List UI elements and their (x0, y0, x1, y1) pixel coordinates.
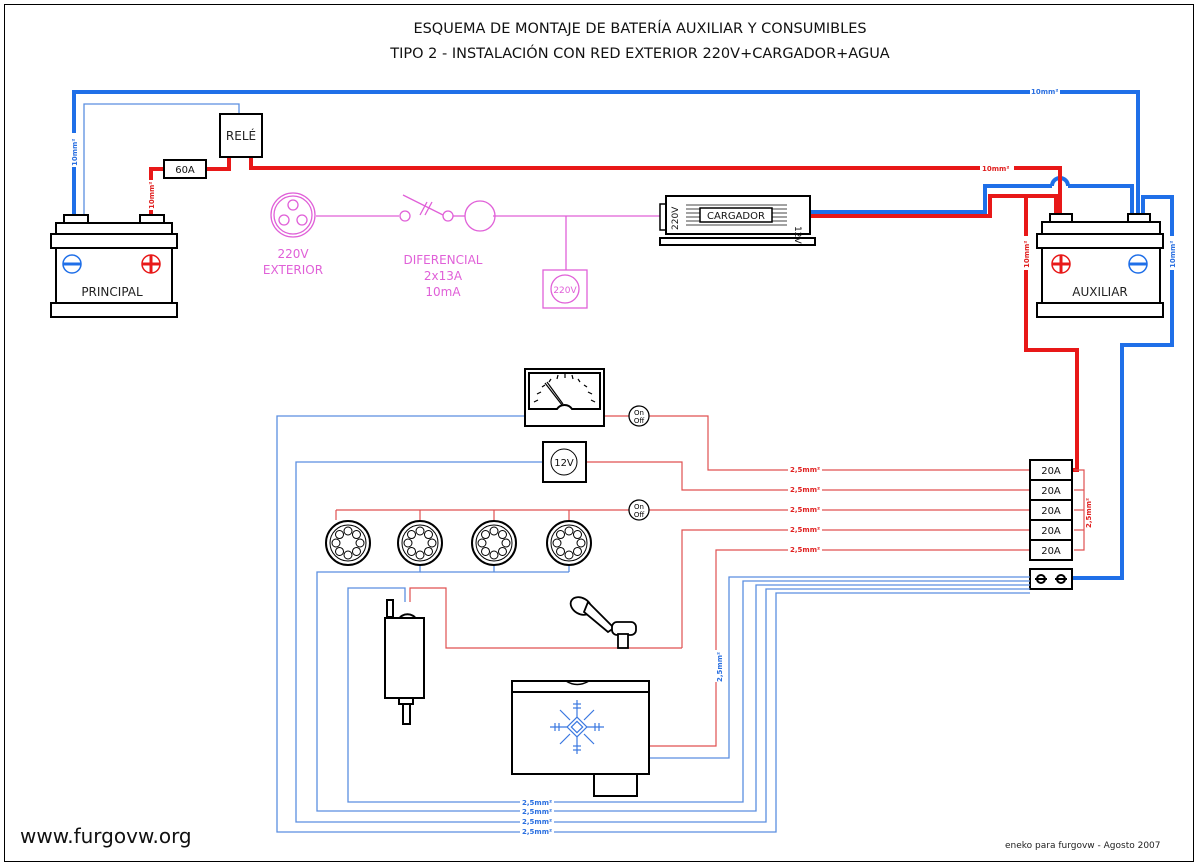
wire-label-fridge-neg: 2,5mm² (716, 652, 724, 682)
voltmeter-12v (542, 441, 587, 483)
switch-off-label: Off (634, 511, 645, 519)
exterior-socket-icon (270, 192, 316, 238)
battery-principal-label: PRINCIPAL (81, 285, 143, 299)
switch-off-label: Off (634, 417, 645, 425)
title-line-2: TIPO 2 - INSTALACIÓN CON RED EXTERIOR 22… (389, 44, 890, 62)
charger-label: CARGADOR (707, 211, 765, 222)
ceiling-lights (325, 520, 592, 566)
wire-label: 2,5mm² (790, 546, 820, 554)
switch-on-label: On (634, 409, 644, 417)
switch-on-label: On (634, 503, 644, 511)
faucet-icon (569, 596, 637, 649)
wire-label: 2,5mm² (522, 808, 552, 816)
ext-socket-line2: EXTERIOR (263, 263, 323, 277)
negative-main-wires (72, 90, 1174, 580)
credit-text: eneko para furgovw - Agosto 2007 (1005, 841, 1161, 851)
ceiling-light-icon (546, 520, 592, 566)
wire-label-fuse-bridge: 2,5mm² (1085, 498, 1093, 528)
on-off-switch-icon[interactable]: On Off (628, 405, 650, 427)
analog-gauge-icon (524, 368, 605, 427)
water-pump-icon (384, 599, 425, 725)
ceiling-light-icon (397, 520, 443, 566)
minus-icon (62, 254, 82, 274)
outlet-220-icon (542, 269, 588, 309)
relay-box (219, 113, 263, 158)
fridge-icon (511, 680, 650, 797)
wire-label: 2,5mm² (522, 818, 552, 826)
main-fuse-label: 60A (175, 165, 195, 176)
fuse-label: 20A (1041, 486, 1061, 497)
wire-label-main-neg-top: 10mm² (1031, 88, 1058, 96)
wire-label: 2,5mm² (522, 799, 552, 807)
relay-trigger-wire (83, 103, 240, 215)
battery-auxiliar (1036, 213, 1164, 318)
minus-icon (1128, 254, 1148, 274)
fuse-label: 20A (1041, 506, 1061, 517)
fuse-label: 20A (1041, 466, 1061, 477)
battery-auxiliar-label: AUXILIAR (1072, 285, 1128, 299)
wire-label: 2,5mm² (790, 526, 820, 534)
fuse-label: 20A (1041, 546, 1061, 557)
outlet-220-label: 220V (553, 286, 577, 296)
fuse-block: 20A 20A 20A 20A 20A (1029, 459, 1073, 561)
charger (659, 195, 816, 246)
main-fuse-box (163, 159, 207, 179)
wire-label-main-pos: 10mm² (148, 182, 156, 209)
fuse-label: 20A (1041, 526, 1061, 537)
wire-label-aux-pos: 10mm² (1023, 241, 1031, 268)
charger-output-label: 12V (792, 226, 802, 244)
wire-label: 2,5mm² (790, 486, 820, 494)
differential-line3: 10mA (425, 285, 461, 299)
ground-terminal-icon (1035, 574, 1067, 584)
battery-principal (50, 214, 178, 318)
diagram-frame (4, 4, 1194, 862)
title-line-1: ESQUEMA DE MONTAJE DE BATERÍA AUXILIAR Y… (413, 20, 866, 37)
wire-label-relay-aux: 10mm² (982, 165, 1009, 173)
differential-line2: 2x13A (424, 269, 463, 283)
wire-label-aux-neg: 10mm² (1169, 241, 1177, 268)
positive-main-wires (149, 157, 1079, 472)
charger-input-label: 220V (671, 206, 681, 230)
wire-label: 2,5mm² (790, 466, 820, 474)
voltmeter-label: 12V (554, 458, 574, 469)
differential-switch-icon (399, 194, 496, 232)
bottom-wire-labels: 2,5mm² 2,5mm² 2,5mm² 2,5mm² 2,5mm² (520, 650, 724, 836)
fuse-wire-labels: 2,5mm² 2,5mm² 2,5mm² 2,5mm² 2,5mm² 2,5mm… (788, 465, 1093, 554)
ceiling-light-icon (325, 520, 371, 566)
wire-label-main-neg: 10mm² (71, 139, 79, 166)
ground-bar (1029, 568, 1073, 590)
plus-icon (141, 254, 161, 274)
wire-label: 2,5mm² (790, 506, 820, 514)
relay-label: RELÉ (226, 128, 256, 143)
differential-line1: DIFERENCIAL (404, 253, 483, 267)
site-url[interactable]: www.furgovw.org (20, 824, 192, 848)
ac-circuit (316, 215, 660, 270)
ext-socket-line1: 220V (277, 247, 309, 261)
ceiling-light-icon (471, 520, 517, 566)
snowflake-icon (550, 700, 604, 754)
on-off-switch-icon[interactable]: On Off (628, 499, 650, 521)
fuse-output-wires (335, 415, 1085, 747)
plus-icon (1051, 254, 1071, 274)
wire-label: 2,5mm² (522, 828, 552, 836)
